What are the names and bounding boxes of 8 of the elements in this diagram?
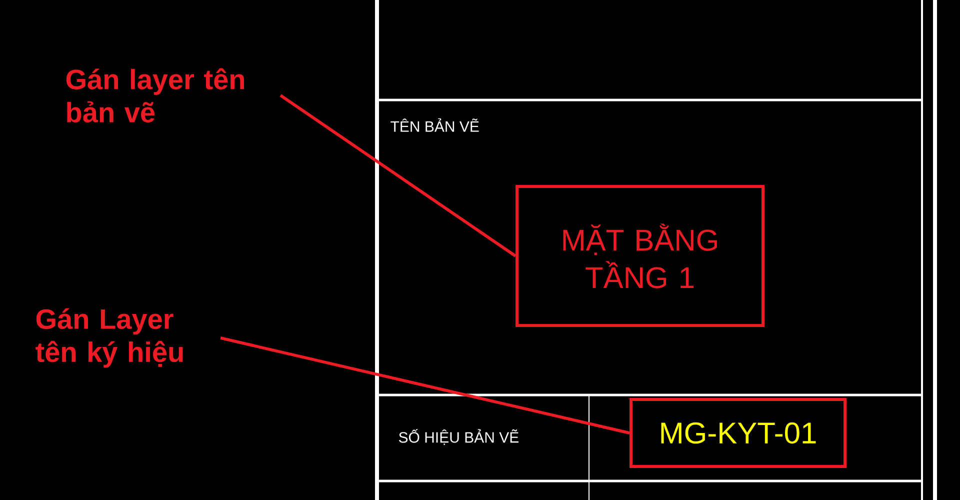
field-label: TÊN BẢN VẼ (390, 118, 479, 132)
leader-line (280, 94, 516, 258)
field-label: SỐ HIỆU BẢN VẼ (398, 429, 518, 445)
callout-text: Gán Layer tên ký hiệu (36, 308, 183, 368)
highlight-box: MG-KYT-01 (630, 398, 846, 468)
leader-line (220, 336, 630, 434)
callout-text: Gán layer tên bản vẽ (66, 68, 244, 122)
highlight-box: MẶT BẰNG TẦNG 1 (516, 185, 764, 327)
